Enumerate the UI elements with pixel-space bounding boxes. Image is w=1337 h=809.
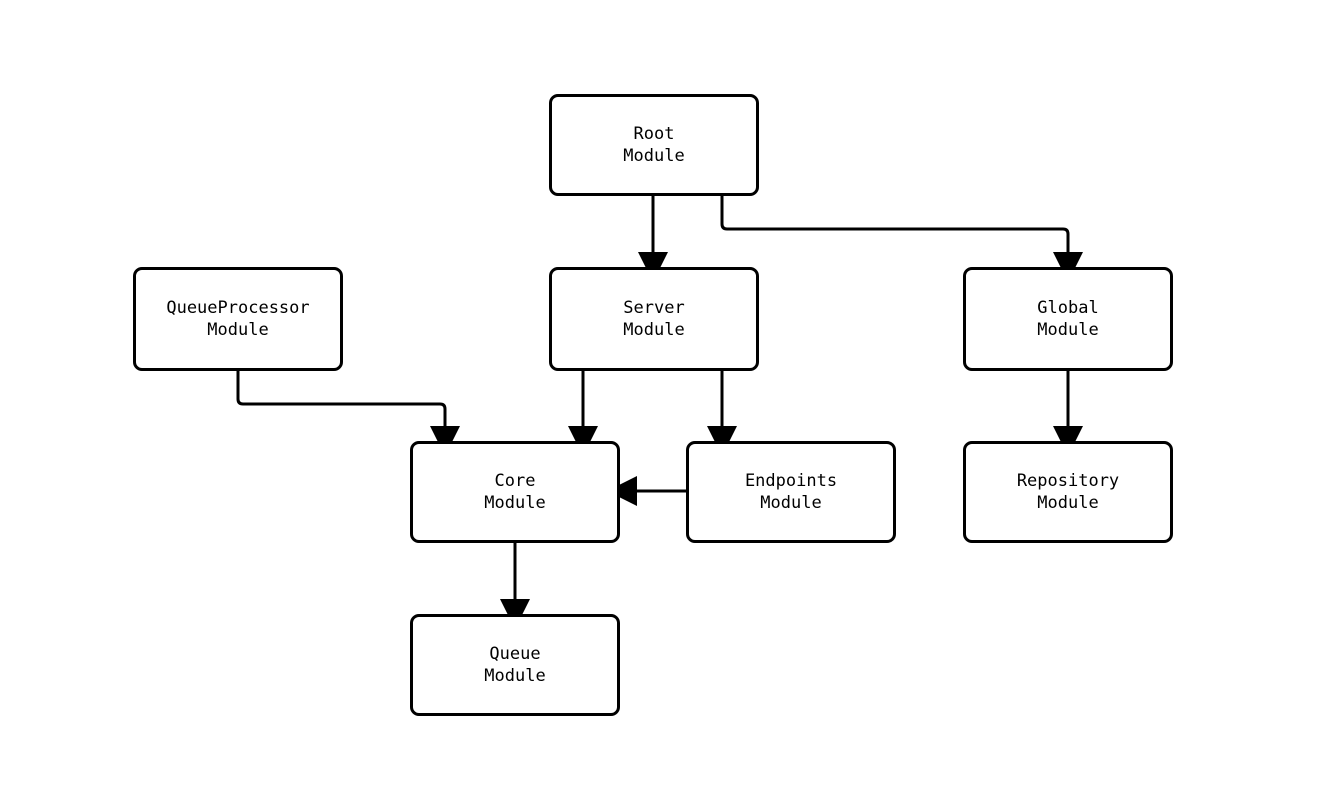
node-label: Root Module — [623, 124, 685, 166]
node-label: Global Module — [1037, 298, 1099, 340]
node-queue-module[interactable]: Queue Module — [410, 614, 620, 716]
node-endpoints-module[interactable]: Endpoints Module — [686, 441, 896, 543]
node-core-module[interactable]: Core Module — [410, 441, 620, 543]
node-repository-module[interactable]: Repository Module — [963, 441, 1173, 543]
node-root-module[interactable]: Root Module — [549, 94, 759, 196]
node-label: Server Module — [623, 298, 685, 340]
node-label: Endpoints Module — [744, 471, 838, 513]
node-server-module[interactable]: Server Module — [549, 267, 759, 371]
node-queueprocessor-module[interactable]: QueueProcessor Module — [133, 267, 343, 371]
node-global-module[interactable]: Global Module — [963, 267, 1173, 371]
node-label: Queue Module — [484, 644, 546, 686]
node-label: Repository Module — [1016, 471, 1120, 513]
node-label: QueueProcessor Module — [166, 298, 310, 340]
node-label: Core Module — [484, 471, 546, 513]
